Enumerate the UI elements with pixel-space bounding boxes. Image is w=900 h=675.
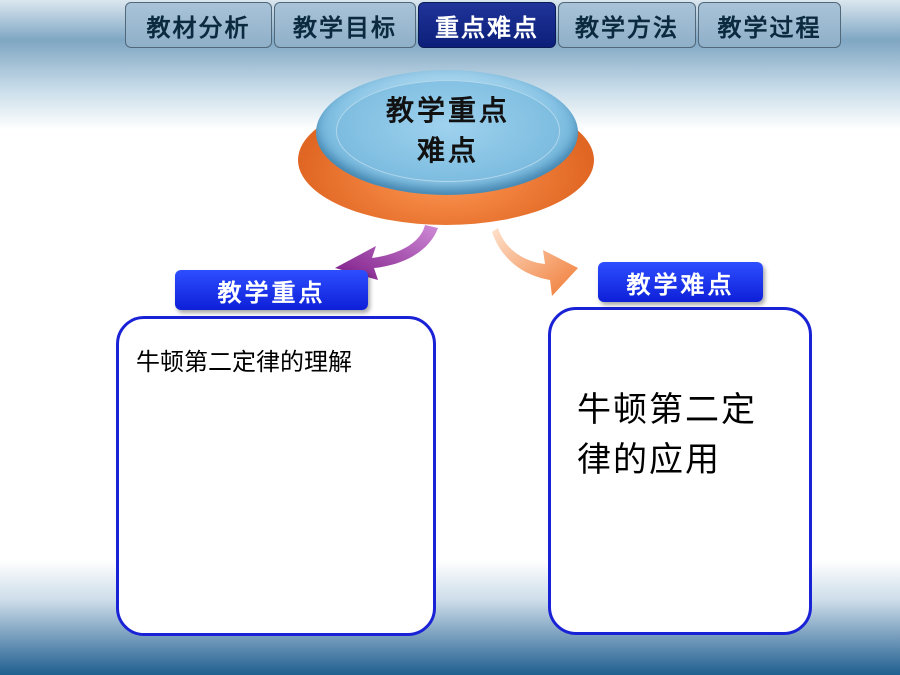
key-point-content: 牛顿第二定律的理解 bbox=[136, 348, 352, 376]
top-navigation: 教材分析 教学目标 重点难点 教学方法 教学过程 bbox=[0, 0, 900, 52]
tab-key-difficult-points[interactable]: 重点难点 bbox=[418, 2, 556, 48]
arrow-left-icon bbox=[335, 225, 438, 280]
difficult-point-content: 牛顿第二定律的应用 bbox=[577, 390, 757, 480]
arrow-right-icon bbox=[492, 228, 578, 296]
hub-title-line1: 教学重点 bbox=[385, 94, 510, 127]
key-point-label: 教学重点 bbox=[175, 270, 368, 310]
difficult-point-box bbox=[548, 307, 812, 635]
hub-center: 教学重点 难点 bbox=[336, 80, 560, 182]
difficult-point-label: 教学难点 bbox=[598, 262, 763, 302]
key-point-box bbox=[116, 316, 436, 636]
hub-title-line2: 难点 bbox=[416, 134, 479, 167]
tab-teaching-materials[interactable]: 教材分析 bbox=[125, 2, 272, 48]
tab-teaching-methods[interactable]: 教学方法 bbox=[558, 2, 696, 48]
tab-teaching-goals[interactable]: 教学目标 bbox=[274, 2, 416, 48]
tab-teaching-process[interactable]: 教学过程 bbox=[698, 2, 841, 48]
